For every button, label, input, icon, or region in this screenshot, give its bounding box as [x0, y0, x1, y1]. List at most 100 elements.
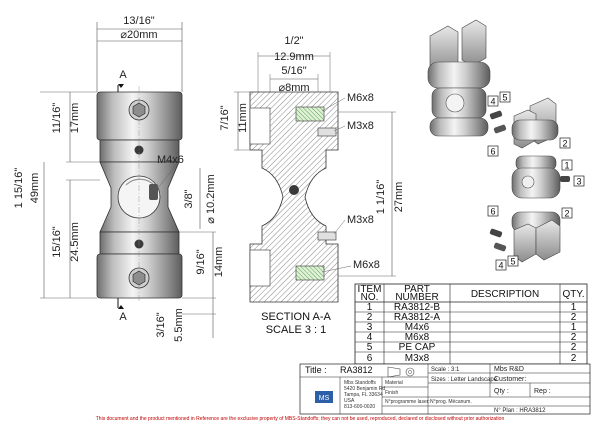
bom-header-part-2: NUMBER: [395, 292, 438, 303]
bom-cell-item: 5: [367, 342, 373, 353]
section-body: [249, 91, 339, 303]
dim-total-height-mm: 49mm: [29, 173, 41, 204]
tb-address-1: Mbs Standoffs: [344, 380, 376, 386]
bom-cell-qty: 1: [571, 322, 577, 333]
screw-m6-top: [295, 106, 325, 122]
projection-icon: [387, 366, 415, 378]
balloon-2a: 2: [562, 139, 567, 149]
balloon-3: 3: [576, 177, 581, 187]
tb-rep: Rep :: [534, 388, 551, 395]
bom-row: 4 M6x8 2: [367, 332, 577, 343]
bom-header-qty: QTY.: [562, 289, 584, 300]
balloon-5b: 5: [510, 257, 515, 267]
bom-cell-part: PE CAP: [399, 342, 436, 353]
bom-row: 2 RA3812-A 2: [367, 312, 577, 323]
dim-lower-section-in: 9/16": [195, 249, 207, 274]
balloon-2b: 2: [564, 209, 569, 219]
bom-cell-qty: 2: [571, 312, 577, 323]
company-logo: MS: [315, 391, 333, 403]
tb-company: Mbs R&D: [494, 366, 524, 373]
bom-cell-item: 3: [367, 322, 373, 333]
bom-cell-item: 2: [367, 312, 373, 323]
side-screw: [149, 184, 158, 200]
bom-header-part-1: PART: [404, 284, 430, 295]
bom-cell-part: RA3812-A: [394, 312, 440, 323]
logo-text: MS: [319, 395, 330, 402]
bom-cell-item: 6: [367, 353, 373, 364]
dim-sec-inner-in: 5/16": [281, 65, 306, 77]
dim-bore-mm: ⌀ 10.2mm: [205, 174, 217, 223]
dim-lower-height-in: 15/16": [51, 226, 63, 258]
dim-sec-right-mm: 27mm: [393, 182, 405, 213]
isometric-assembled: [427, 19, 491, 137]
section-title: SECTION A-A: [261, 311, 331, 323]
screw-m3-top: [317, 127, 337, 137]
exploded-upper: [489, 97, 559, 149]
label-sec-screw-4: M6x8: [353, 259, 380, 271]
bom-row: 5 PE CAP 2: [367, 342, 577, 353]
tb-qty: Qty :: [494, 388, 509, 395]
section-marker-top: A: [119, 69, 127, 81]
label-sec-screw-1: M6x8: [347, 92, 374, 104]
dim-sec-top-mm: 12.9mm: [274, 51, 314, 63]
balloon-4a: 4: [490, 97, 495, 107]
bom-cell-item: 4: [367, 332, 373, 343]
title-block: Title : RA3812 MS Mbs Standoffs 5420 Ben…: [299, 363, 591, 415]
tb-address-5: 813-600-0020: [344, 404, 375, 410]
tb-title-label: Title :: [305, 365, 327, 375]
dim-top-width-mm: ⌀20mm: [120, 29, 157, 41]
bom-row: 3 M4x6 1: [367, 322, 577, 333]
bom-cell-item: 1: [367, 302, 373, 313]
dim-lower-section-mm: 14mm: [213, 247, 225, 278]
dim-upper-height-in: 11/16": [51, 103, 63, 134]
balloon-1: 1: [564, 161, 569, 171]
bom-cell-qty: 2: [571, 353, 577, 364]
bom-cell-qty: 2: [571, 332, 577, 343]
label-side-thread: M4x6: [157, 154, 184, 166]
tb-sizes: Sizes : Letter Landscape: [431, 377, 498, 383]
screw-m6-bottom: [295, 265, 325, 281]
bom-table: ITEM NO. PART NUMBER DESCRIPTION QTY. 1 …: [354, 283, 588, 365]
footer-notice: This document and the product mentioned …: [96, 416, 505, 422]
bom-header-item-2: NO.: [361, 292, 379, 303]
balloon-6b: 6: [490, 207, 495, 217]
tb-finish: Finish: [385, 390, 399, 396]
bom-cell-part: M4x6: [405, 322, 430, 333]
exploded-middle: [511, 155, 570, 199]
dim-upper-height-mm: 17mm: [69, 103, 81, 134]
balloons: 4 5 2 6 1 3 6 2 4 5: [487, 91, 585, 271]
dim-sec-inner-mm: ⌀8mm: [278, 82, 309, 94]
dim-bottom-step-in: 3/16": [155, 312, 167, 337]
label-sec-screw-3: M3x8: [347, 214, 374, 226]
tb-plan: N° Plan : HRA3812: [494, 408, 546, 414]
dim-bore-in: 3/8": [183, 189, 195, 208]
bom-cell-qty: 2: [571, 342, 577, 353]
screw-m3-bottom: [317, 231, 337, 241]
tb-programme: N°programme laser:: [385, 399, 430, 405]
bom-header-item-1: ITEM: [358, 284, 382, 295]
bom-cell-part: RA3812-B: [394, 302, 440, 313]
dim-bottom-step-mm: 5.5mm: [173, 308, 185, 342]
dim-sec-left-mm: 11mm: [237, 103, 249, 133]
dim-sec-right-in: 1 1/16": [375, 180, 387, 215]
label-sec-screw-2: M3x8: [347, 120, 374, 132]
bom-row: 6 M3x8 2: [367, 353, 577, 364]
dim-lower-height-mm: 24.5mm: [69, 222, 81, 262]
section-scale: SCALE 3 : 1: [266, 324, 327, 336]
tb-prog-mecanum: N°prog. Mécanum.: [430, 399, 472, 405]
bom-cell-part: M6x8: [405, 332, 430, 343]
tb-title-value: RA3812: [340, 365, 373, 375]
dim-sec-top-in: 1/2": [284, 35, 303, 47]
tb-customer: Customer:: [494, 376, 526, 383]
tb-scale: Scale : 3:1: [431, 367, 460, 373]
balloon-5a: 5: [502, 93, 507, 103]
section-view: 1/2" 12.9mm 5/16" ⌀8mm M6x8 M3x8 M3x8 M6…: [219, 35, 405, 336]
bom-cell-part: M3x8: [405, 353, 430, 364]
balloon-4b: 4: [498, 261, 503, 271]
tb-material: Material: [385, 380, 403, 386]
section-marker-bottom: A: [119, 311, 127, 323]
tb-address-3: Tampa, FL 33634: [344, 392, 383, 398]
dim-total-height-in: 1 15/16": [13, 168, 25, 209]
dim-top-width-in: 13/16": [123, 15, 155, 27]
